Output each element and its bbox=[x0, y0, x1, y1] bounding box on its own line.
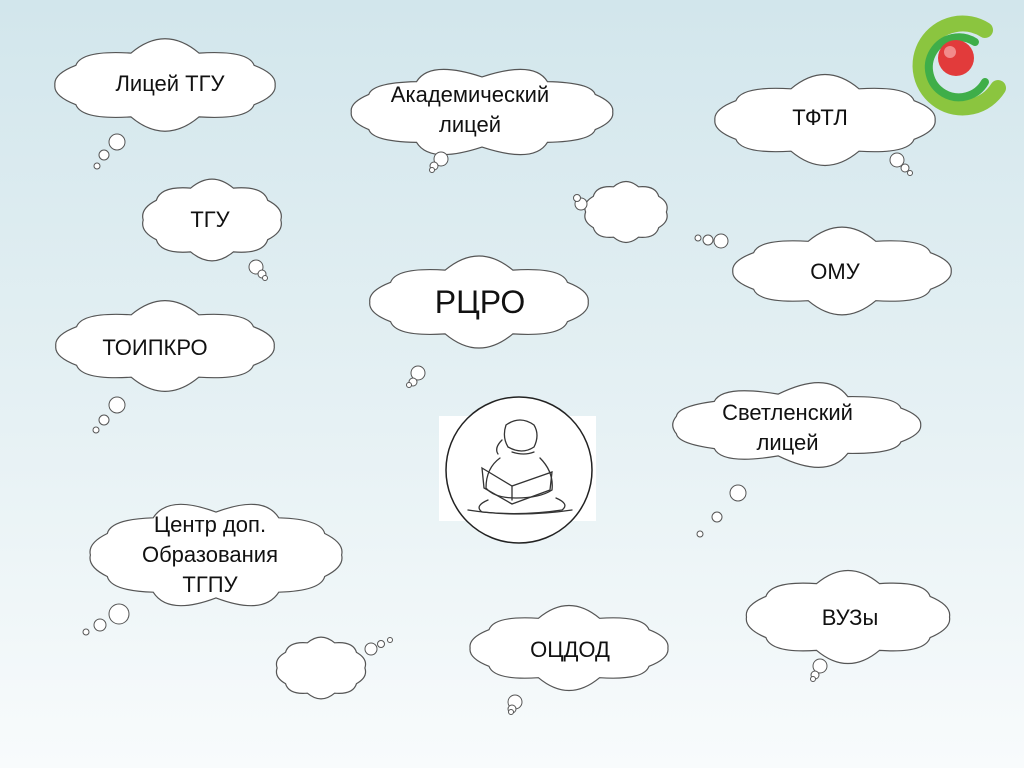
cloud-bubble-empty-top-1 bbox=[573, 194, 581, 202]
logo-icon bbox=[912, 15, 1006, 116]
cloud-shape-svetlensky-liceum bbox=[672, 382, 922, 468]
cloud-bubble-center-dop-0 bbox=[108, 603, 130, 625]
child-reading-icon bbox=[439, 396, 596, 544]
cloud-bubble-omu-0 bbox=[713, 233, 729, 249]
cloud-shape-rcro bbox=[369, 255, 589, 349]
cloud-center-dop bbox=[82, 503, 343, 636]
cloud-bubble-center-dop-2 bbox=[82, 628, 90, 636]
cloud-bubble-omu-1 bbox=[702, 234, 714, 246]
cloud-shape-omu bbox=[732, 226, 952, 316]
cloud-bubble-vuzy-0 bbox=[812, 658, 828, 674]
cloud-tftl bbox=[714, 73, 936, 176]
cloud-akadem-liceum bbox=[350, 68, 614, 173]
cloud-tgu bbox=[142, 178, 282, 281]
cloud-bubble-tftl-1 bbox=[900, 163, 910, 173]
cloud-bubble-tftl-0 bbox=[889, 152, 905, 168]
cloud-bubble-liceum-tgu-2 bbox=[93, 162, 101, 170]
cloud-shape-toipkro bbox=[55, 300, 275, 392]
cloud-bubble-toipkro-0 bbox=[108, 396, 126, 414]
cloud-shape-tftl bbox=[714, 73, 936, 167]
cloud-shape-ocdod bbox=[469, 605, 669, 691]
cloud-bubble-empty-bottom-1 bbox=[377, 640, 385, 648]
cloud-bubble-tgu-2 bbox=[262, 275, 268, 281]
cloud-bubble-ocdod-2 bbox=[508, 709, 514, 715]
cloud-svetlensky-liceum bbox=[672, 382, 922, 538]
cloud-shape-akadem-liceum bbox=[350, 68, 614, 156]
cloud-shape-center-dop bbox=[89, 503, 343, 607]
cloud-bubble-rcro-2 bbox=[406, 382, 412, 388]
cloud-shape-empty-bottom bbox=[275, 636, 367, 700]
cloud-bubble-tftl-2 bbox=[907, 170, 913, 176]
cloud-empty-top bbox=[573, 180, 668, 244]
cloud-bubble-rcro-0 bbox=[410, 365, 426, 381]
cloud-bubble-center-dop-1 bbox=[93, 618, 107, 632]
cloud-vuzy bbox=[745, 570, 951, 682]
cloud-ocdod bbox=[469, 605, 669, 715]
cloud-bubble-akadem-liceum-0 bbox=[433, 151, 449, 167]
cloud-bubble-liceum-tgu-1 bbox=[98, 149, 110, 161]
cloud-bubble-toipkro-2 bbox=[92, 426, 100, 434]
cloud-empty-bottom bbox=[275, 636, 393, 700]
cloud-bubble-liceum-tgu-0 bbox=[108, 133, 126, 151]
cloud-shape-tgu bbox=[142, 178, 282, 262]
cloud-bubble-svetlensky-liceum-1 bbox=[711, 511, 723, 523]
cloud-bubble-empty-bottom-0 bbox=[364, 642, 378, 656]
cloud-omu bbox=[694, 226, 952, 316]
cloud-bubble-svetlensky-liceum-0 bbox=[729, 484, 747, 502]
cloud-bubble-akadem-liceum-2 bbox=[429, 167, 435, 173]
cloud-toipkro bbox=[55, 300, 275, 434]
cloud-shape-empty-top bbox=[584, 180, 668, 244]
cloud-bubble-svetlensky-liceum-2 bbox=[696, 530, 704, 538]
cloud-bubble-vuzy-2 bbox=[810, 676, 816, 682]
cloud-bubble-toipkro-1 bbox=[98, 414, 110, 426]
cloud-shape-vuzy bbox=[745, 570, 951, 664]
cloud-rcro bbox=[369, 255, 589, 388]
cloud-shape-liceum-tgu bbox=[54, 38, 276, 132]
cloud-bubble-empty-bottom-2 bbox=[387, 637, 393, 643]
cloud-liceum-tgu bbox=[54, 38, 276, 170]
cloud-bubble-omu-2 bbox=[694, 234, 702, 242]
